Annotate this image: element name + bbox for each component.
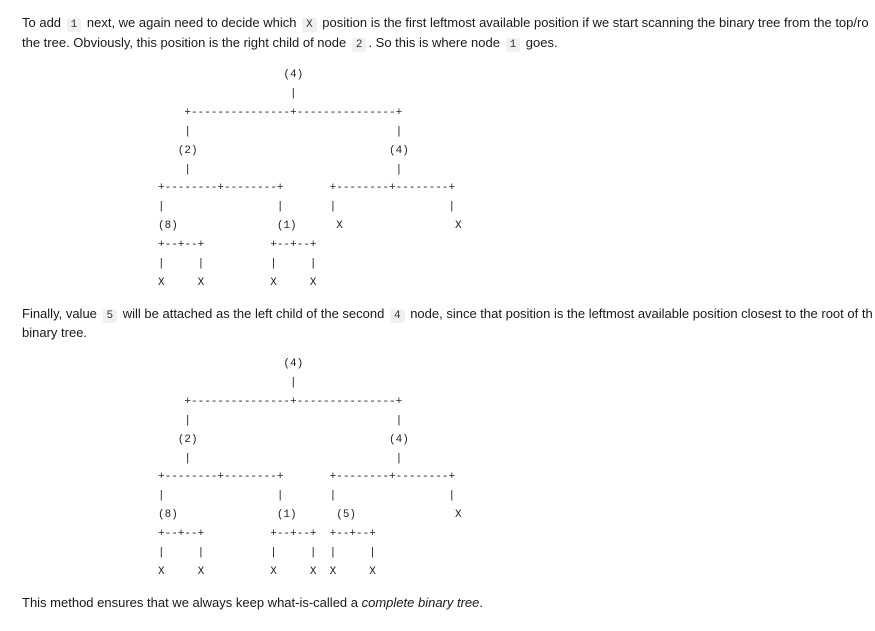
inline-code: 1 bbox=[505, 38, 521, 52]
text: . bbox=[479, 595, 484, 610]
tree-line: | | | | bbox=[158, 490, 456, 503]
inline-code: X bbox=[302, 18, 317, 32]
inline-code: 1 bbox=[66, 18, 82, 32]
tree-line: (2) (4) bbox=[158, 144, 409, 157]
tree-line: | | bbox=[158, 414, 403, 427]
text: This method ensures that we always keep … bbox=[22, 595, 362, 610]
text: the tree. Obviously, this position is th… bbox=[22, 35, 350, 50]
tree-line: +--+--+ +--+--+ bbox=[158, 239, 317, 252]
tree-line: +--------+--------+ +--------+--------+ bbox=[158, 471, 456, 484]
inline-code: 4 bbox=[389, 309, 405, 323]
text: binary tree. bbox=[22, 325, 88, 340]
tree-line: X X X X X X bbox=[158, 565, 376, 578]
text: goes. bbox=[522, 35, 558, 50]
text: will be attached as the left child of th… bbox=[119, 306, 388, 321]
binary-tree-diagram-2: (4) | +---------------+---------------+ … bbox=[158, 355, 462, 582]
tree-line: X X X X bbox=[158, 276, 317, 289]
tree-line: | | | | | | bbox=[158, 547, 376, 560]
tree-line: | bbox=[158, 376, 297, 389]
tree-line: | | bbox=[158, 452, 403, 465]
tree-line: +---------------+---------------+ bbox=[158, 106, 403, 119]
text: next, we again need to decide which bbox=[83, 15, 301, 30]
text: position is the first leftmost available… bbox=[318, 15, 869, 30]
paragraph-intro-line-1: To add 1 next, we again need to decide w… bbox=[22, 13, 869, 35]
tree-line: (8) (1) X X bbox=[158, 220, 462, 233]
text: node, since that position is the leftmos… bbox=[406, 306, 873, 321]
inline-code: 5 bbox=[102, 309, 118, 323]
tree-line: (2) (4) bbox=[158, 433, 409, 446]
tree-line: +--------+--------+ +--------+--------+ bbox=[158, 182, 456, 195]
text: To add bbox=[22, 15, 65, 30]
tree-line: | | bbox=[158, 125, 403, 138]
tree-line: | | bbox=[158, 163, 403, 176]
tree-line: | | | | bbox=[158, 201, 456, 214]
tree-line: +--+--+ +--+--+ +--+--+ bbox=[158, 528, 376, 541]
tree-line: +---------------+---------------+ bbox=[158, 395, 403, 408]
tree-line: (4) bbox=[158, 358, 304, 370]
text: Finally, value bbox=[22, 306, 101, 321]
tree-line: | bbox=[158, 87, 297, 100]
tree-line: (8) (1) (5) X bbox=[158, 509, 462, 522]
paragraph-value-five-line-1: Finally, value 5 will be attached as the… bbox=[22, 304, 873, 326]
emphasis-text: complete binary tree bbox=[361, 595, 480, 610]
tree-line: | | | | bbox=[158, 258, 317, 271]
inline-code: 2 bbox=[351, 38, 367, 52]
tree-line: (4) bbox=[158, 69, 304, 81]
paragraph-value-five-line-2: binary tree. bbox=[22, 323, 87, 343]
binary-tree-diagram-1: (4) | +---------------+---------------+ … bbox=[158, 66, 462, 293]
text: . So this is where node bbox=[368, 35, 504, 50]
paragraph-intro-line-2: the tree. Obviously, this position is th… bbox=[22, 33, 558, 55]
paragraph-conclusion: This method ensures that we always keep … bbox=[22, 593, 483, 613]
